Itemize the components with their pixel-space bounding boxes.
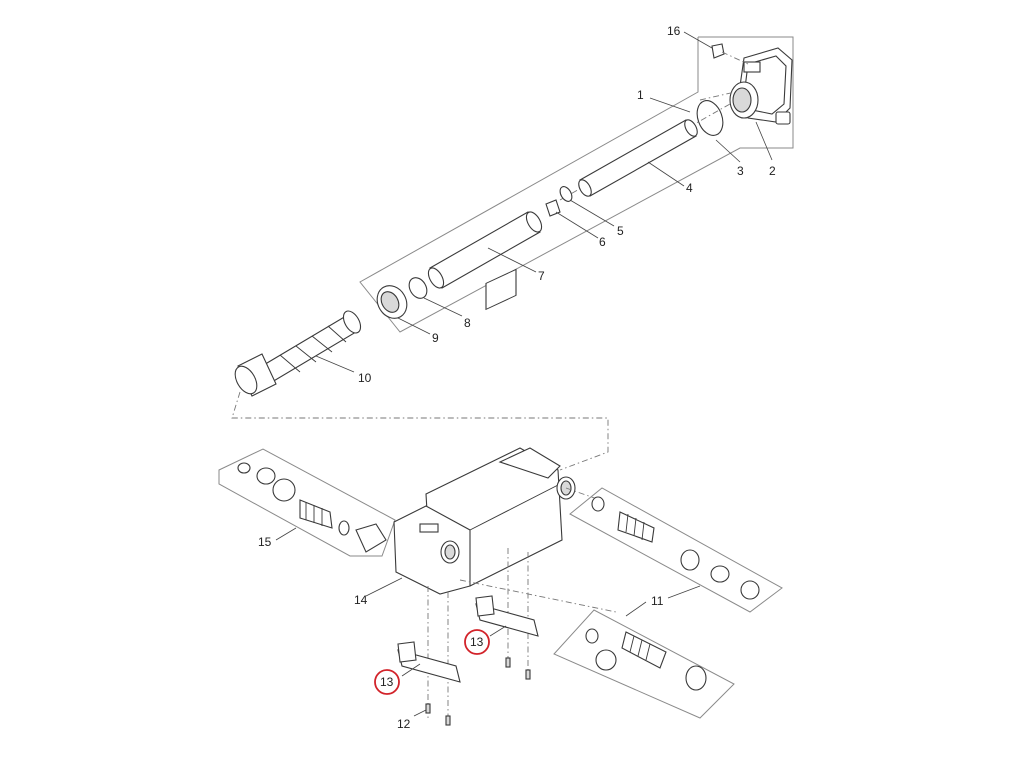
part-9-nut [376,285,408,319]
label-1: 1 [637,88,644,102]
part-14-main-housing [393,268,576,595]
assembly-connection-line [231,391,609,471]
label-15: 15 [258,535,272,549]
part-4-quartz-tube [578,119,698,197]
label-11: 11 [651,594,664,608]
part-11-connector-kit-upper [591,496,760,600]
label-9: 9 [432,331,439,345]
part-16-clip [711,43,749,65]
part-5-ring [559,186,573,202]
part-12-screws [425,657,531,726]
part-3-o-ring [696,100,724,136]
leader-lines [275,31,773,717]
label-12: 12 [397,717,411,731]
highlight-13-rear: 13 [464,629,490,655]
label-16: 16 [667,24,681,38]
part-11-connector-kit-lower [585,628,707,691]
highlight-13-front: 13 [374,669,400,695]
part-13-clamp-rear [475,595,539,637]
label-7: 7 [538,269,545,283]
part-7-uv-lamp [427,211,543,289]
label-13-front: 13 [380,675,394,689]
label-13-rear: 13 [470,635,484,649]
label-14: 14 [354,593,368,607]
part-13-clamp-front [397,641,461,683]
label-6: 6 [599,235,606,249]
label-10: 10 [358,371,372,385]
part-8-o-ring [408,277,428,299]
part-11-kit-frame-upper [569,487,783,613]
label-4: 4 [686,181,693,195]
part-10-lamp-holder [234,310,362,397]
part-11-kit-frame-lower [553,609,735,719]
part-2-end-cap [729,47,793,125]
label-2: 2 [769,164,776,178]
label-3: 3 [737,164,744,178]
tube-group-frame [359,36,794,333]
label-5: 5 [617,224,624,238]
part-15-connector-kit [237,462,387,553]
label-8: 8 [464,316,471,330]
part-15-kit-frame [218,448,396,557]
